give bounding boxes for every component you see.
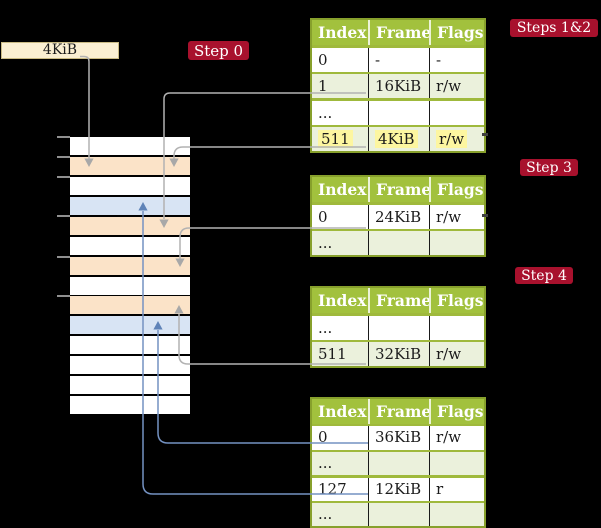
- table-cell: 4KiB: [368, 127, 429, 152]
- memory-tick: [57, 215, 70, 217]
- table-cell: 1: [312, 74, 368, 99]
- memory-row-10-blue: [70, 316, 190, 335]
- table-cell: 16KiB: [368, 74, 429, 99]
- column-header-index: Index: [312, 177, 368, 202]
- table-cell: [429, 451, 484, 476]
- memory-row-4-blue: [70, 196, 190, 215]
- memory-row-3-white: [70, 176, 190, 195]
- table-cell: 36KiB: [368, 426, 429, 450]
- table-cell: [368, 100, 429, 125]
- badge-step-3: Step 3: [520, 159, 578, 176]
- table-cell: ...: [312, 451, 368, 476]
- badge-steps-1-2: Steps 1&2: [510, 19, 598, 37]
- badge-step-0: Step 0: [188, 41, 249, 60]
- column-header-flags: Flags: [429, 20, 484, 45]
- frame-size-label-box: 4KiB: [1, 42, 119, 59]
- table-cell: [429, 231, 484, 256]
- column-header-frame: Frame: [368, 177, 429, 202]
- table-cell: 24KiB: [368, 204, 429, 229]
- highlighted-value: r/w: [436, 130, 468, 149]
- memory-row-13-white: [70, 376, 190, 395]
- table-cell: [368, 315, 429, 340]
- memory-tick: [57, 295, 70, 297]
- table-cell: -: [429, 47, 484, 72]
- table-row: ...: [312, 503, 484, 527]
- table-row: 0--: [312, 47, 484, 72]
- memory-row-5-peach: [70, 216, 190, 235]
- column-header-frame: Frame: [368, 20, 429, 45]
- table-cell: 0: [312, 426, 368, 450]
- memory-row-6-white: [70, 236, 190, 255]
- column-header-frame: Frame: [368, 399, 429, 424]
- table-cell: 32KiB: [368, 342, 429, 367]
- table-cell: r/w: [429, 74, 484, 99]
- table-cell: [429, 503, 484, 527]
- table-cell: -: [368, 47, 429, 72]
- table-cell: [368, 231, 429, 256]
- memory-row-7-peach: [70, 256, 190, 275]
- memory-row-12-white: [70, 356, 190, 375]
- memory-tick: [57, 176, 70, 178]
- table-row: ...: [312, 231, 484, 256]
- table-cell: ...: [312, 100, 368, 125]
- table-cell: [368, 503, 429, 527]
- table-cell: ...: [312, 231, 368, 256]
- frame-size-label: 4KiB: [42, 42, 78, 58]
- table-row: ...: [312, 315, 484, 340]
- table-cell: ...: [312, 315, 368, 340]
- table-cell: r: [429, 477, 484, 501]
- table-cell: [429, 100, 484, 125]
- table-cell: r/w: [429, 426, 484, 450]
- column-header-flags: Flags: [429, 288, 484, 313]
- memory-row-14-white: [70, 396, 190, 415]
- memory-tick: [57, 256, 70, 258]
- memory-tick: [57, 156, 70, 158]
- table-cell: 0: [312, 204, 368, 229]
- table-cell: 511: [312, 342, 368, 367]
- table-cell: 127: [312, 477, 368, 501]
- table-row: 511 4KiB r/w: [312, 127, 484, 152]
- table-cell: [429, 315, 484, 340]
- table-cell: 0: [312, 47, 368, 72]
- memory-row-8-white: [70, 276, 190, 295]
- highlighted-value: 511: [318, 130, 353, 149]
- memory-tick: [57, 136, 70, 138]
- column-header-flags: Flags: [429, 177, 484, 202]
- table-row: ...: [312, 451, 484, 476]
- badge-step-4: Step 4: [515, 267, 573, 284]
- column-header-index: Index: [312, 20, 368, 45]
- memory-row-1-white: [70, 137, 190, 155]
- column-header-frame: Frame: [368, 288, 429, 313]
- column-header-flags: Flags: [429, 399, 484, 424]
- table-cell: r/w: [429, 204, 484, 229]
- memory-row-11-white: [70, 336, 190, 355]
- column-header-index: Index: [312, 399, 368, 424]
- memory-row-2-peach: [70, 156, 190, 175]
- table-cell: r/w: [429, 342, 484, 367]
- table-cell: r/w: [429, 127, 484, 152]
- memory-row-9-peach: [70, 296, 190, 315]
- table-cell: [368, 451, 429, 476]
- table-cell: 511: [312, 127, 368, 152]
- table-row: ...: [312, 100, 484, 125]
- table-cell: 12KiB: [368, 477, 429, 501]
- table-cell: ...: [312, 503, 368, 527]
- column-header-index: Index: [312, 288, 368, 313]
- highlighted-value: 4KiB: [375, 130, 418, 149]
